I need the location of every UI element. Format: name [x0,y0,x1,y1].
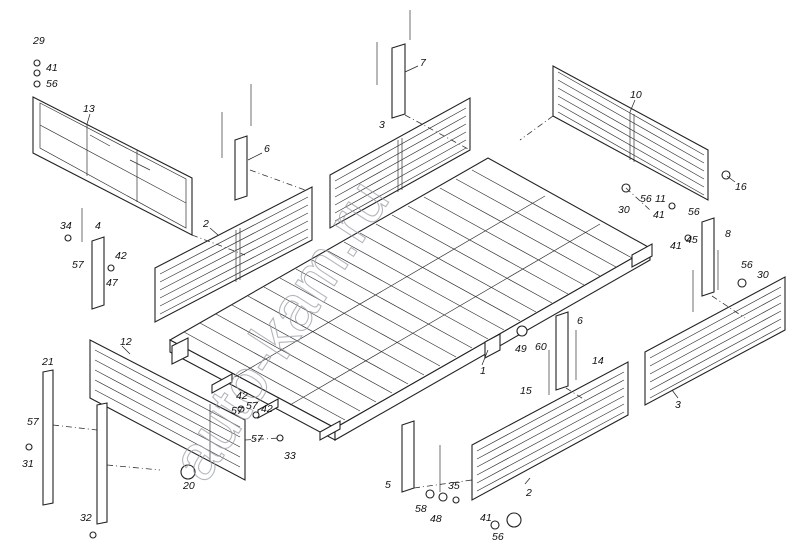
panel-13 [32,96,193,236]
callout-41: 41 [46,62,58,74]
panel-3-lower [644,276,786,406]
callout-47: 47 [106,277,119,289]
callout-20: 20 [182,480,195,492]
platform-floor [168,157,653,441]
callout-31: 31 [22,458,34,470]
callout-41: 41 [670,240,682,252]
callout-57: 57 [231,405,244,417]
panel-2-lower [471,361,629,501]
callout-2: 2 [525,487,532,499]
callout-56: 56 [741,259,753,271]
callout-3: 3 [675,399,681,411]
fasteners [25,59,747,539]
callout-2: 2 [202,218,209,230]
callout-42: 42 [115,250,127,262]
callout-49: 49 [515,343,527,355]
callout-15: 15 [520,385,532,397]
callout-30: 30 [757,269,769,281]
callout-32: 32 [80,512,92,524]
callout-13: 13 [83,103,95,115]
callout-57: 57 [27,416,40,428]
callout-11: 11 [655,193,666,205]
callout-8: 8 [725,228,731,240]
callout-30: 30 [618,204,630,216]
callout-42: 42 [261,403,273,415]
callout-16: 16 [735,181,747,193]
callout-10: 10 [630,89,642,101]
callout-21: 21 [41,356,54,368]
callout-29: 29 [32,35,45,47]
callout-34: 34 [60,220,72,232]
callout-1: 1 [480,365,486,377]
callout-56: 56 [46,78,58,90]
callout-labels: 29 41 56 13 6 7 3 10 16 2 34 4 42 57 47 … [22,35,769,543]
callout-56: 56 [688,206,700,218]
callout-41: 41 [480,512,492,524]
callout-5: 5 [385,479,391,491]
callout-45: 45 [686,234,698,246]
stakes [42,10,719,525]
callout-57: 57 [72,259,85,271]
callout-48: 48 [430,513,442,525]
panel-10 [552,65,709,201]
callout-leaders [86,65,736,485]
callout-12: 12 [120,336,132,348]
callout-56: 56 [492,531,504,543]
callout-56: 56 [640,193,652,205]
callout-4: 4 [95,220,101,232]
callout-41: 41 [653,209,665,221]
callout-42: 42 [236,390,248,402]
callout-35: 35 [448,480,460,492]
assembly-lines [52,114,746,489]
callout-3: 3 [379,119,385,131]
callout-58: 58 [415,503,427,515]
callout-57: 57 [246,400,259,412]
callout-57: 57 [251,433,264,445]
panel-2-upper [154,186,313,323]
callout-7: 7 [420,57,427,69]
callout-6: 6 [264,143,270,155]
panel-12 [89,339,246,481]
callout-14: 14 [592,355,604,367]
callout-6: 6 [577,315,583,327]
callout-60: 60 [535,341,547,353]
callout-33: 33 [284,450,296,462]
